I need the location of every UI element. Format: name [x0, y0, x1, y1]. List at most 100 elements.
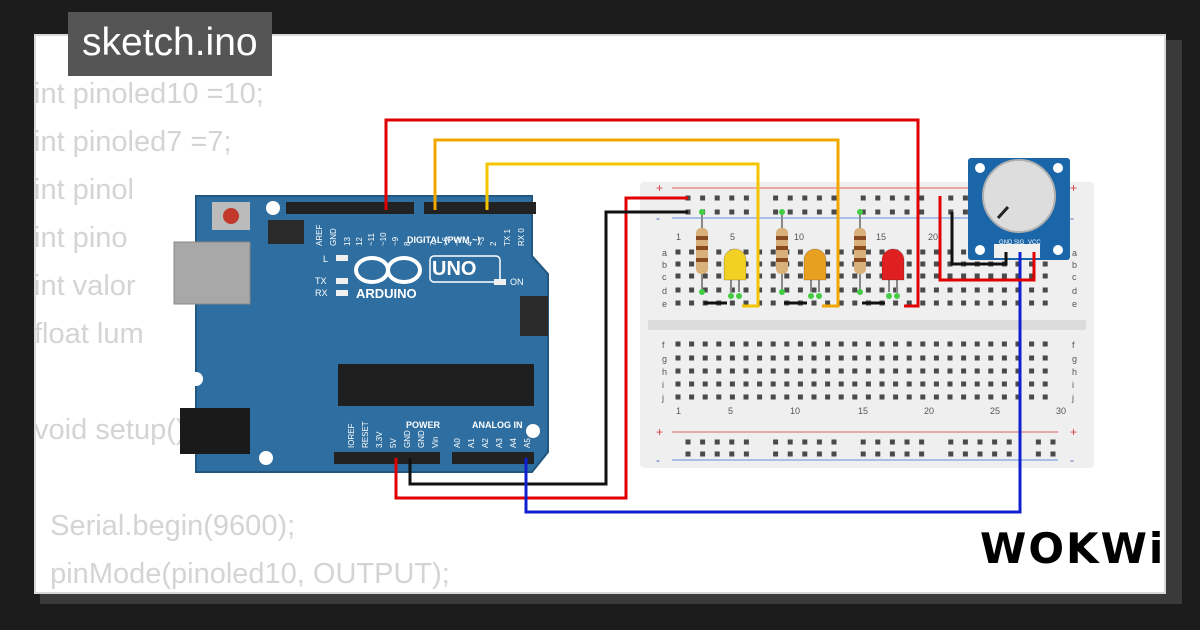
rail-hole [1006, 439, 1012, 445]
breadboard-hole [702, 368, 708, 374]
rail-hole [904, 439, 910, 445]
breadboard-hole [838, 261, 844, 267]
analog-label: ANALOG IN [472, 420, 523, 430]
breadboard-hole [729, 381, 735, 387]
rail-hole [831, 439, 837, 445]
breadboard-hole [893, 368, 899, 374]
rail-hole [962, 195, 968, 201]
breadboard-hole [961, 368, 967, 374]
breadboard-hole [689, 381, 695, 387]
breadboard-hole [920, 341, 926, 347]
breadboard-hole [961, 355, 967, 361]
breadboard-hole [961, 341, 967, 347]
digital-header-right[interactable] [424, 202, 536, 214]
row-label-right: d [1072, 286, 1077, 296]
row-label-right: e [1072, 299, 1077, 309]
breadboard-hole [716, 261, 722, 267]
code-background: int pinoled10 =10;int pinoled7 =7;int pi… [34, 70, 450, 598]
breadboard-hole [702, 273, 708, 279]
rail-hole [714, 439, 720, 445]
breadboard-hole [974, 394, 980, 400]
rail-hole [743, 451, 749, 457]
code-line: int pino [34, 222, 128, 254]
pin-indicator [736, 293, 742, 299]
rail-hole [685, 451, 691, 457]
breadboard-hole [893, 341, 899, 347]
breadboard-hole [716, 273, 722, 279]
breadboard-hole [947, 273, 953, 279]
pin-indicator [728, 293, 734, 299]
breadboard-hole [961, 249, 967, 255]
breadboard-hole [702, 287, 708, 293]
row-label-left: a [662, 248, 667, 258]
potentiometer-module[interactable] [968, 158, 1070, 260]
breadboard-hole [757, 261, 763, 267]
digital-pin-label: 7 [429, 241, 438, 246]
row-label-right: g [1072, 354, 1077, 364]
rail-hole [816, 439, 822, 445]
breadboard-hole [675, 355, 681, 361]
breadboard-hole [689, 300, 695, 306]
breadboard-hole [1001, 287, 1007, 293]
breadboard-hole [1029, 355, 1035, 361]
breadboard-hole [689, 341, 695, 347]
power-header[interactable] [334, 452, 440, 464]
breadboard-hole [1042, 341, 1048, 347]
breadboard-hole [770, 381, 776, 387]
breadboard-hole [852, 300, 858, 306]
breadboard-hole [1042, 355, 1048, 361]
breadboard-hole [797, 381, 803, 387]
row-label-left: j [661, 393, 664, 403]
breadboard-hole [675, 249, 681, 255]
arduino-uno-board[interactable] [173, 195, 549, 473]
breadboard-hole [797, 261, 803, 267]
breadboard-hole [825, 381, 831, 387]
breadboard-hole [1015, 341, 1021, 347]
row-label-left: i [662, 380, 664, 390]
breadboard-hole [838, 381, 844, 387]
row-label-left: c [662, 272, 667, 282]
rail-minus-sign: - [1070, 453, 1074, 467]
breadboard-hole [933, 287, 939, 293]
breadboard-hole [852, 394, 858, 400]
rail-hole [787, 195, 793, 201]
row-label-right: f [1072, 340, 1075, 350]
breadboard-hole [947, 287, 953, 293]
breadboard-hole [988, 394, 994, 400]
column-number: 5 [730, 232, 735, 242]
digital-header-left[interactable] [286, 202, 414, 214]
breadboard-hole [838, 300, 844, 306]
breadboard-hole [920, 368, 926, 374]
rail-hole [773, 451, 779, 457]
breadboard-hole [757, 273, 763, 279]
analog-header[interactable] [452, 452, 534, 464]
breadboard-hole [797, 249, 803, 255]
code-line: int pinol [34, 174, 134, 206]
rail-hole [889, 439, 895, 445]
breadboard-hole [893, 355, 899, 361]
rail-hole [714, 195, 720, 201]
breadboard-hole [920, 287, 926, 293]
code-line: int pinoled10 =10; [34, 78, 264, 110]
breadboard-hole [770, 341, 776, 347]
breadboard-hole [974, 300, 980, 306]
breadboard-hole [933, 273, 939, 279]
breadboard-hole [825, 249, 831, 255]
breadboard-hole [1029, 273, 1035, 279]
breadboard-hole [1042, 381, 1048, 387]
row-label-left: b [662, 260, 667, 270]
breadboard-hole [1001, 341, 1007, 347]
rail-hole [962, 451, 968, 457]
breadboard-hole [1042, 394, 1048, 400]
rail-hole [831, 451, 837, 457]
breadboard-hole [988, 300, 994, 306]
rail-hole [787, 209, 793, 215]
rail-hole [904, 451, 910, 457]
rail-hole [802, 451, 808, 457]
potentiometer-knob[interactable] [982, 159, 1056, 233]
row-label-left: f [662, 340, 665, 350]
breadboard-hole [797, 287, 803, 293]
breadboard-hole [1015, 355, 1021, 361]
breadboard-hole [716, 355, 722, 361]
file-tab-title[interactable]: sketch.ino [68, 12, 272, 76]
